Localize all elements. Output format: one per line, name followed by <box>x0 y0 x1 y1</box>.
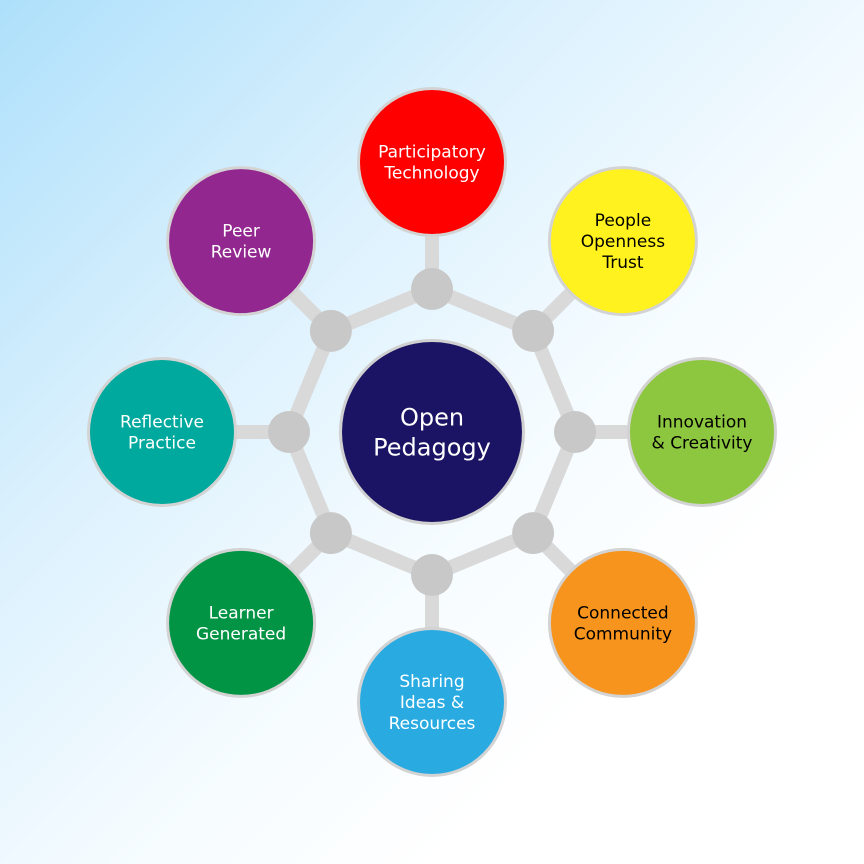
label-line: Review <box>211 243 272 263</box>
node-circle <box>90 360 234 504</box>
label-line: Openness <box>581 232 665 252</box>
node-circle <box>630 360 774 504</box>
label-line: Trust <box>601 253 644 273</box>
label-line: & Creativity <box>652 433 753 453</box>
label-line: Technology <box>383 163 479 183</box>
node-circle <box>360 90 504 234</box>
node-circle <box>360 630 504 774</box>
label-line: Pedagogy <box>373 433 491 461</box>
joint-node <box>309 309 352 352</box>
label-line: Community <box>574 624 672 644</box>
node-circle <box>169 169 314 314</box>
joint-node <box>512 512 555 555</box>
joint-node <box>411 554 453 596</box>
label-line: Practice <box>128 433 196 453</box>
label-line: Resources <box>389 714 476 734</box>
label-line: Connected <box>577 603 669 623</box>
label-line: Innovation <box>657 412 747 432</box>
joint-node <box>309 512 352 555</box>
node-innovation-creativity[interactable]: Innovation& Creativity <box>627 357 777 507</box>
joint-node <box>512 309 555 352</box>
label-line: Reflective <box>120 412 204 432</box>
label-line: Participatory <box>378 142 486 162</box>
joint-node <box>268 411 310 453</box>
label-line: Sharing <box>399 672 464 692</box>
joint-node <box>554 411 596 453</box>
node-label: Innovation& Creativity <box>652 412 753 453</box>
node-circle <box>550 169 695 314</box>
node-circle <box>550 550 695 695</box>
joint-node <box>411 268 453 310</box>
node-circle <box>169 550 314 695</box>
center-circle <box>342 342 522 522</box>
label-line: Generated <box>196 624 286 644</box>
label-line: Learner <box>209 603 274 623</box>
label-line: Ideas & <box>400 693 464 713</box>
label-line: Peer <box>222 222 260 242</box>
label-line: People <box>595 211 651 231</box>
label-line: Open <box>400 403 464 431</box>
